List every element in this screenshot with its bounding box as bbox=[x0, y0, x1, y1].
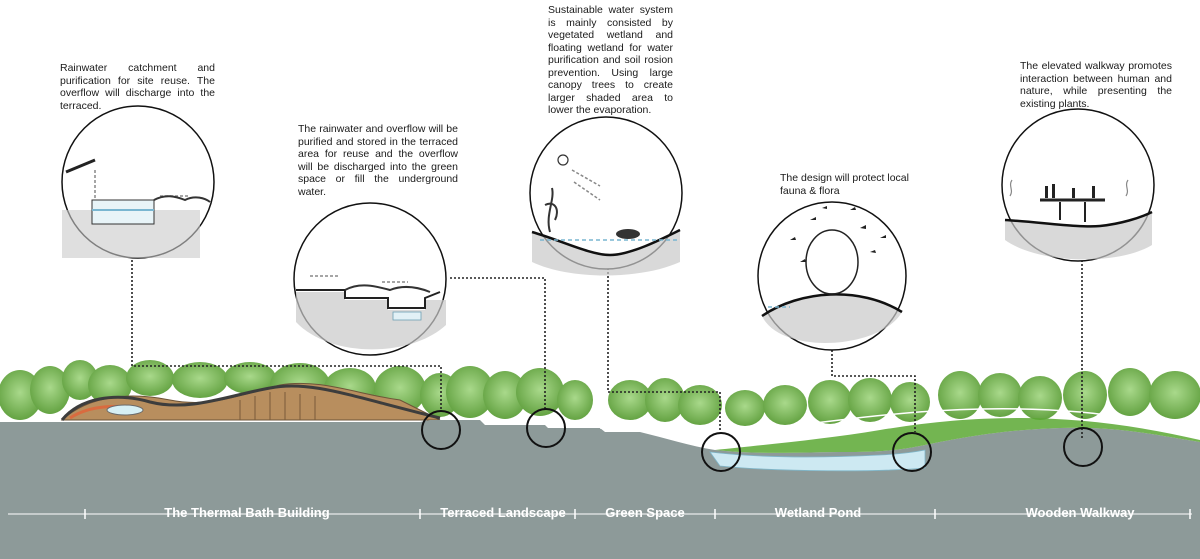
detail-circle-thermal-bath bbox=[61, 105, 215, 259]
tree-line bbox=[0, 360, 1200, 426]
zone-label-thermal-bath: The Thermal Bath Building bbox=[164, 505, 330, 520]
wetland-pond-water bbox=[709, 449, 926, 472]
leader-lines bbox=[131, 228, 1083, 440]
walkway-railing bbox=[599, 407, 1200, 437]
detail-circle-walkway bbox=[1001, 108, 1155, 262]
zone-label-green-space: Green Space bbox=[605, 505, 685, 520]
detail-circle-green-space bbox=[529, 116, 683, 276]
zone-label-terraced: Terraced Landscape bbox=[440, 505, 566, 520]
ground-section bbox=[0, 420, 1200, 559]
annotation-thermal-bath: Rainwater catchment and purification for… bbox=[60, 62, 215, 112]
annotation-wetland: The design will protect local fauna & fl… bbox=[780, 172, 909, 197]
green-slope bbox=[715, 418, 1200, 453]
annotation-walkway: The elevated walkway promotes interactio… bbox=[1020, 60, 1172, 110]
thermal-bath-building bbox=[60, 382, 441, 421]
zone-ticks bbox=[84, 509, 1191, 519]
zone-label-walkway: Wooden Walkway bbox=[1025, 505, 1135, 520]
detail-circle-wetland bbox=[757, 201, 907, 351]
annotation-terraced: The rainwater and overflow will be purif… bbox=[298, 123, 458, 198]
annotation-green-space: Sustainable water system is mainly consi… bbox=[548, 4, 673, 116]
detail-circle-terraced bbox=[293, 202, 447, 356]
section-markers bbox=[421, 408, 1103, 472]
zone-label-wetland: Wetland Pond bbox=[774, 505, 862, 520]
